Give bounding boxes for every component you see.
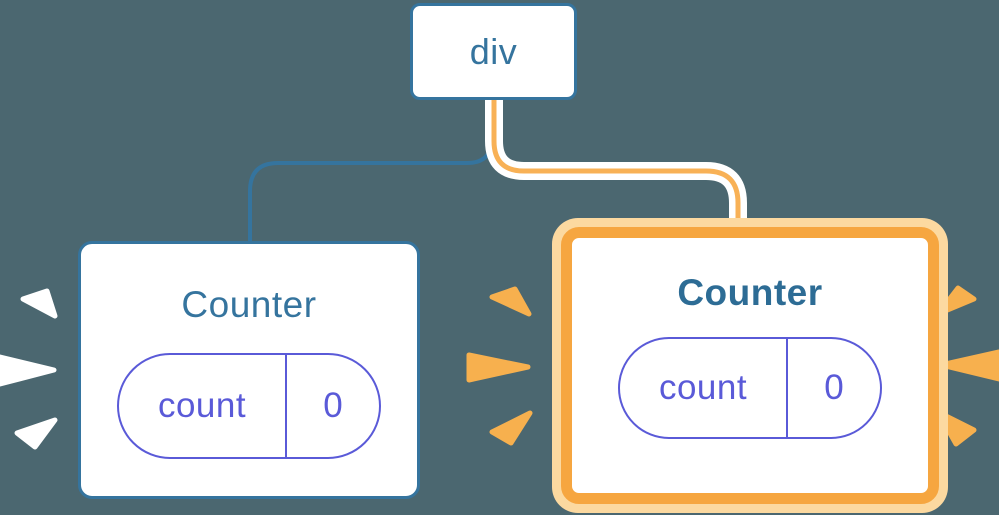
root-node-label: div (469, 30, 518, 72)
state-pill-1: count 0 (117, 353, 381, 459)
state-value-2: 0 (824, 368, 844, 407)
spark-icon (20, 288, 58, 319)
spark-icon (466, 352, 531, 383)
spark-icon (14, 417, 58, 450)
counter-card-2: Counter count 0 (561, 227, 939, 504)
edge-root-to-counter-2 (491, 99, 741, 226)
counter-card-1: Counter count 0 (78, 241, 420, 499)
state-key-label-2: count (620, 339, 788, 437)
spark-icon (0, 354, 57, 387)
spark-icon (489, 410, 533, 446)
state-key-label-1: count (119, 355, 287, 457)
spark-icon (489, 286, 532, 317)
render-sparks-counter-2-left (466, 286, 533, 446)
root-node-div: div (410, 3, 577, 100)
counter-card-2-title: Counter (677, 272, 823, 313)
state-value-1: 0 (323, 386, 343, 425)
spark-icon (938, 349, 999, 382)
render-sparks-counter-1 (0, 288, 58, 450)
counter-card-1-title: Counter (181, 284, 317, 325)
counter-card-2-highlight: Counter count 0 (552, 218, 948, 513)
render-sparks-counter-2-right (935, 285, 999, 447)
edge-root-to-counter-2-casing (485, 99, 747, 226)
state-pill-2: count 0 (618, 337, 882, 439)
edge-root-to-counter-1 (248, 99, 494, 244)
